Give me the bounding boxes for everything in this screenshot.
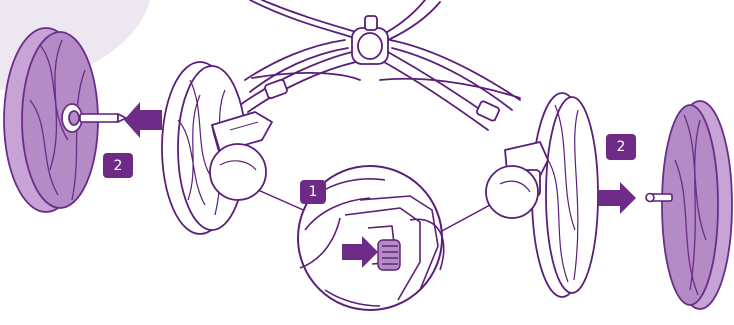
release-knob [378,240,400,270]
left-axle-pin [80,114,126,122]
leader-line-right [440,205,490,232]
step-badge-right-label: 2 [617,139,626,155]
step-badge-right: 2 [606,134,636,160]
right-axle-pin [646,194,672,202]
step-badge-center: 1 [300,180,326,204]
arrow-left-icon [124,102,162,138]
step-badge-left: 2 [103,153,133,178]
right-detail-circle [486,166,538,218]
stroller-frame [240,0,520,130]
step-badge-center-label: 1 [309,184,318,200]
stroller-right-wheel [532,93,598,297]
detached-right-wheel [662,101,732,309]
arrow-right-icon [598,182,636,214]
step-badge-left-label: 2 [114,158,123,174]
left-detail-circle [210,144,266,200]
